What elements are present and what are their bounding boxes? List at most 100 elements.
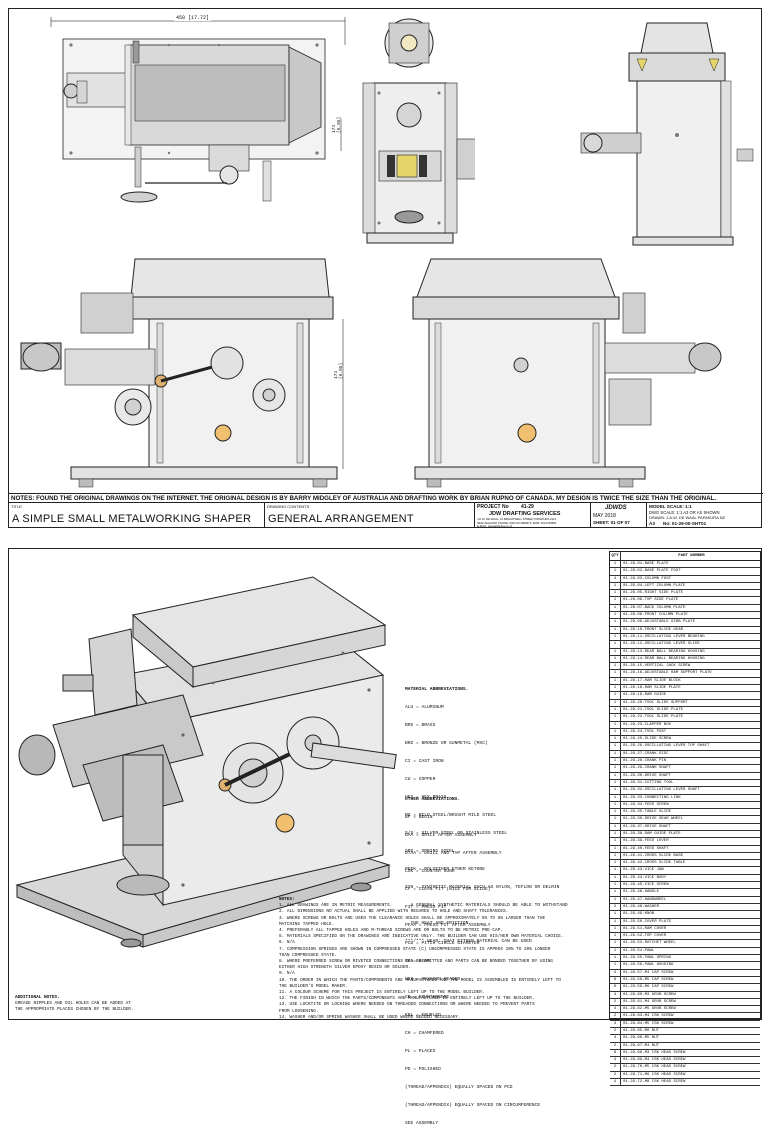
drawing-sheet-general-arrangement: 450 [17.72] 174 [6.85] <box>8 8 763 528</box>
isometric-view <box>13 555 397 955</box>
part-quantity: 1 <box>610 736 621 743</box>
additional-notes-title: ADDITIONAL NOTES. <box>15 995 60 1000</box>
part-name: 01-29-25-SLIDE SCREW <box>623 737 672 742</box>
part-name: 01-29-53-RATCHET WHEEL <box>623 941 676 946</box>
part-quantity: 2 <box>610 1028 621 1035</box>
part-name: 01-29-50-COVER PLATE <box>623 919 672 924</box>
part-name: 01-29-18-RAM SLIDE PLATE <box>623 686 681 691</box>
part-quantity: 1 <box>610 809 621 816</box>
material-abbr-line: SPS = SPRING STEEL <box>405 849 455 854</box>
company-logo: JDWDS <box>605 505 627 511</box>
part-name: 01-29-12-OSCILLATING LEVER SLIDE <box>623 642 700 647</box>
part-quantity: 1 <box>610 765 621 772</box>
part-name: 01-29-31-CUTTING TOOL <box>623 780 674 785</box>
additional-note-line: GREASE NIPPLES AND OIL HOLES CAN BE ADDE… <box>15 1001 131 1007</box>
other-abbr-line: BF = BEGIN <box>405 815 433 820</box>
material-abbr-line: SYN = SYNTHETIC MATERIAL SUCH AS NYLON, … <box>405 885 560 890</box>
part-name: 01-29-67-M4 NUT <box>623 1043 660 1048</box>
part-quantity: 1 <box>610 728 621 736</box>
part-quantity: 1 <box>610 677 621 685</box>
part-quantity: 1 <box>610 801 621 809</box>
part-name: 01-29-57-M4 CAP SCREW <box>623 970 674 975</box>
drawing-scale: DWG SCALE: 1:1 A3 OR AS SHOWN <box>649 510 720 515</box>
general-note-line: 5. MATERIALS SPECIFIED ON THE DRAWINGS A… <box>279 934 564 940</box>
drawing-number: No: 01-29-00-SHT01 <box>663 521 707 526</box>
part-name: 01-29-30-DRIVE SHAFT <box>623 773 672 778</box>
part-quantity: 1 <box>610 750 621 757</box>
part-quantity: 1 <box>610 852 621 860</box>
part-name: 01-29-27-CRANK DISC <box>623 751 669 756</box>
part-quantity: 6 <box>610 984 621 991</box>
side-view <box>577 13 757 249</box>
general-note-line: 13. USE LOCKTITE OR LOCKING WHERE NEEDED… <box>279 1002 535 1008</box>
part-quantity: 1 <box>610 670 621 677</box>
drawing-sheet-isometric: MATERIAL ABBREVIATIONS. ALU = ALUMINUM B… <box>8 548 762 1126</box>
part-quantity: 4 <box>610 1035 621 1042</box>
additional-notes: ADDITIONAL NOTES. GREASE NIPPLES AND OIL… <box>15 995 265 1014</box>
part-name: 01-29-37-DRIVE SHAFT <box>623 824 672 829</box>
other-abbr-line: PD = POLISHED <box>405 1067 441 1072</box>
part-name: 01-29-47-HANDWHEEL <box>623 897 667 902</box>
part-name: 01-29-49-KNOB <box>623 912 655 917</box>
part-quantity: 1 <box>610 663 621 670</box>
part-quantity: 1 <box>610 692 621 699</box>
other-abbr-line: DAA = DRILL AFTER ASSEMBLY <box>405 833 477 838</box>
part-quantity: 2 <box>610 903 621 911</box>
part-name: 01-29-56-PAWL HOUSING <box>623 963 674 968</box>
front-view-drawing <box>362 18 475 244</box>
material-abbr-line: BRZ = BRONZE OR GUNMETAL (MSC) <box>405 741 488 746</box>
part-name: 01-29-36-DRIVE GEAR WHEEL <box>623 817 684 822</box>
general-note-line: 12. THE FINISH IN WHICH THE PARTS/COMPON… <box>279 996 535 1002</box>
part-name: 01-29-48-WASHER <box>623 904 660 909</box>
material-abbreviations: MATERIAL ABBREVIATIONS. ALU = ALUMINUM B… <box>405 675 568 957</box>
part-quantity: 1 <box>610 947 621 954</box>
material-abbr-line: ***/*** NEAR: THAT EITHER MATERIAL CAN B… <box>405 939 532 944</box>
company-line-2: NEW ZEALAND PHONE: 0064 09 2980976, MOB:… <box>477 520 557 525</box>
part-quantity: 1 <box>610 582 621 590</box>
other-abbr-line: CB = COUNTERBORE <box>405 995 450 1000</box>
part-name: 01-29-09-ADJUSTABLE GIBB PLATE <box>623 620 696 625</box>
part-name: 01-29-43-VICE JAW <box>623 868 664 873</box>
company-cell: PROJECT No 41-29 JDW DRAFTING SERVICES J… <box>475 503 591 528</box>
other-abbr-line: SEE ASSEMBLY <box>405 1121 439 1126</box>
model-scale: MODEL SCALE: 1:1 <box>649 504 692 509</box>
other-abbr-line: CH = CHAMFERED <box>405 1031 444 1036</box>
part-name: 01-29-69-M4 CSK HEAD SCREW <box>623 1058 686 1063</box>
part-quantity: 1 <box>610 896 621 903</box>
part-quantity: 4 <box>610 991 621 998</box>
general-note-line: 14. WASHER AND/OR SPRING WASHER SHALL BE… <box>279 1014 461 1020</box>
other-abbr-line: PL = PLACES <box>405 1049 436 1054</box>
part-quantity: 1 <box>610 882 621 889</box>
general-note-line: 9. N/A <box>279 971 295 977</box>
part-name: 01-29-03-COLUMN FOOT <box>623 576 672 581</box>
scale-cell: MODEL SCALE: 1:1 DWG SCALE: 1:1 A3 OR AS… <box>647 503 761 528</box>
part-name: 01-29-66-M5 NUT <box>623 1036 660 1041</box>
other-abbr-line: CF = CLEAN FIT (NICE FOR SLIDE) <box>405 887 491 892</box>
